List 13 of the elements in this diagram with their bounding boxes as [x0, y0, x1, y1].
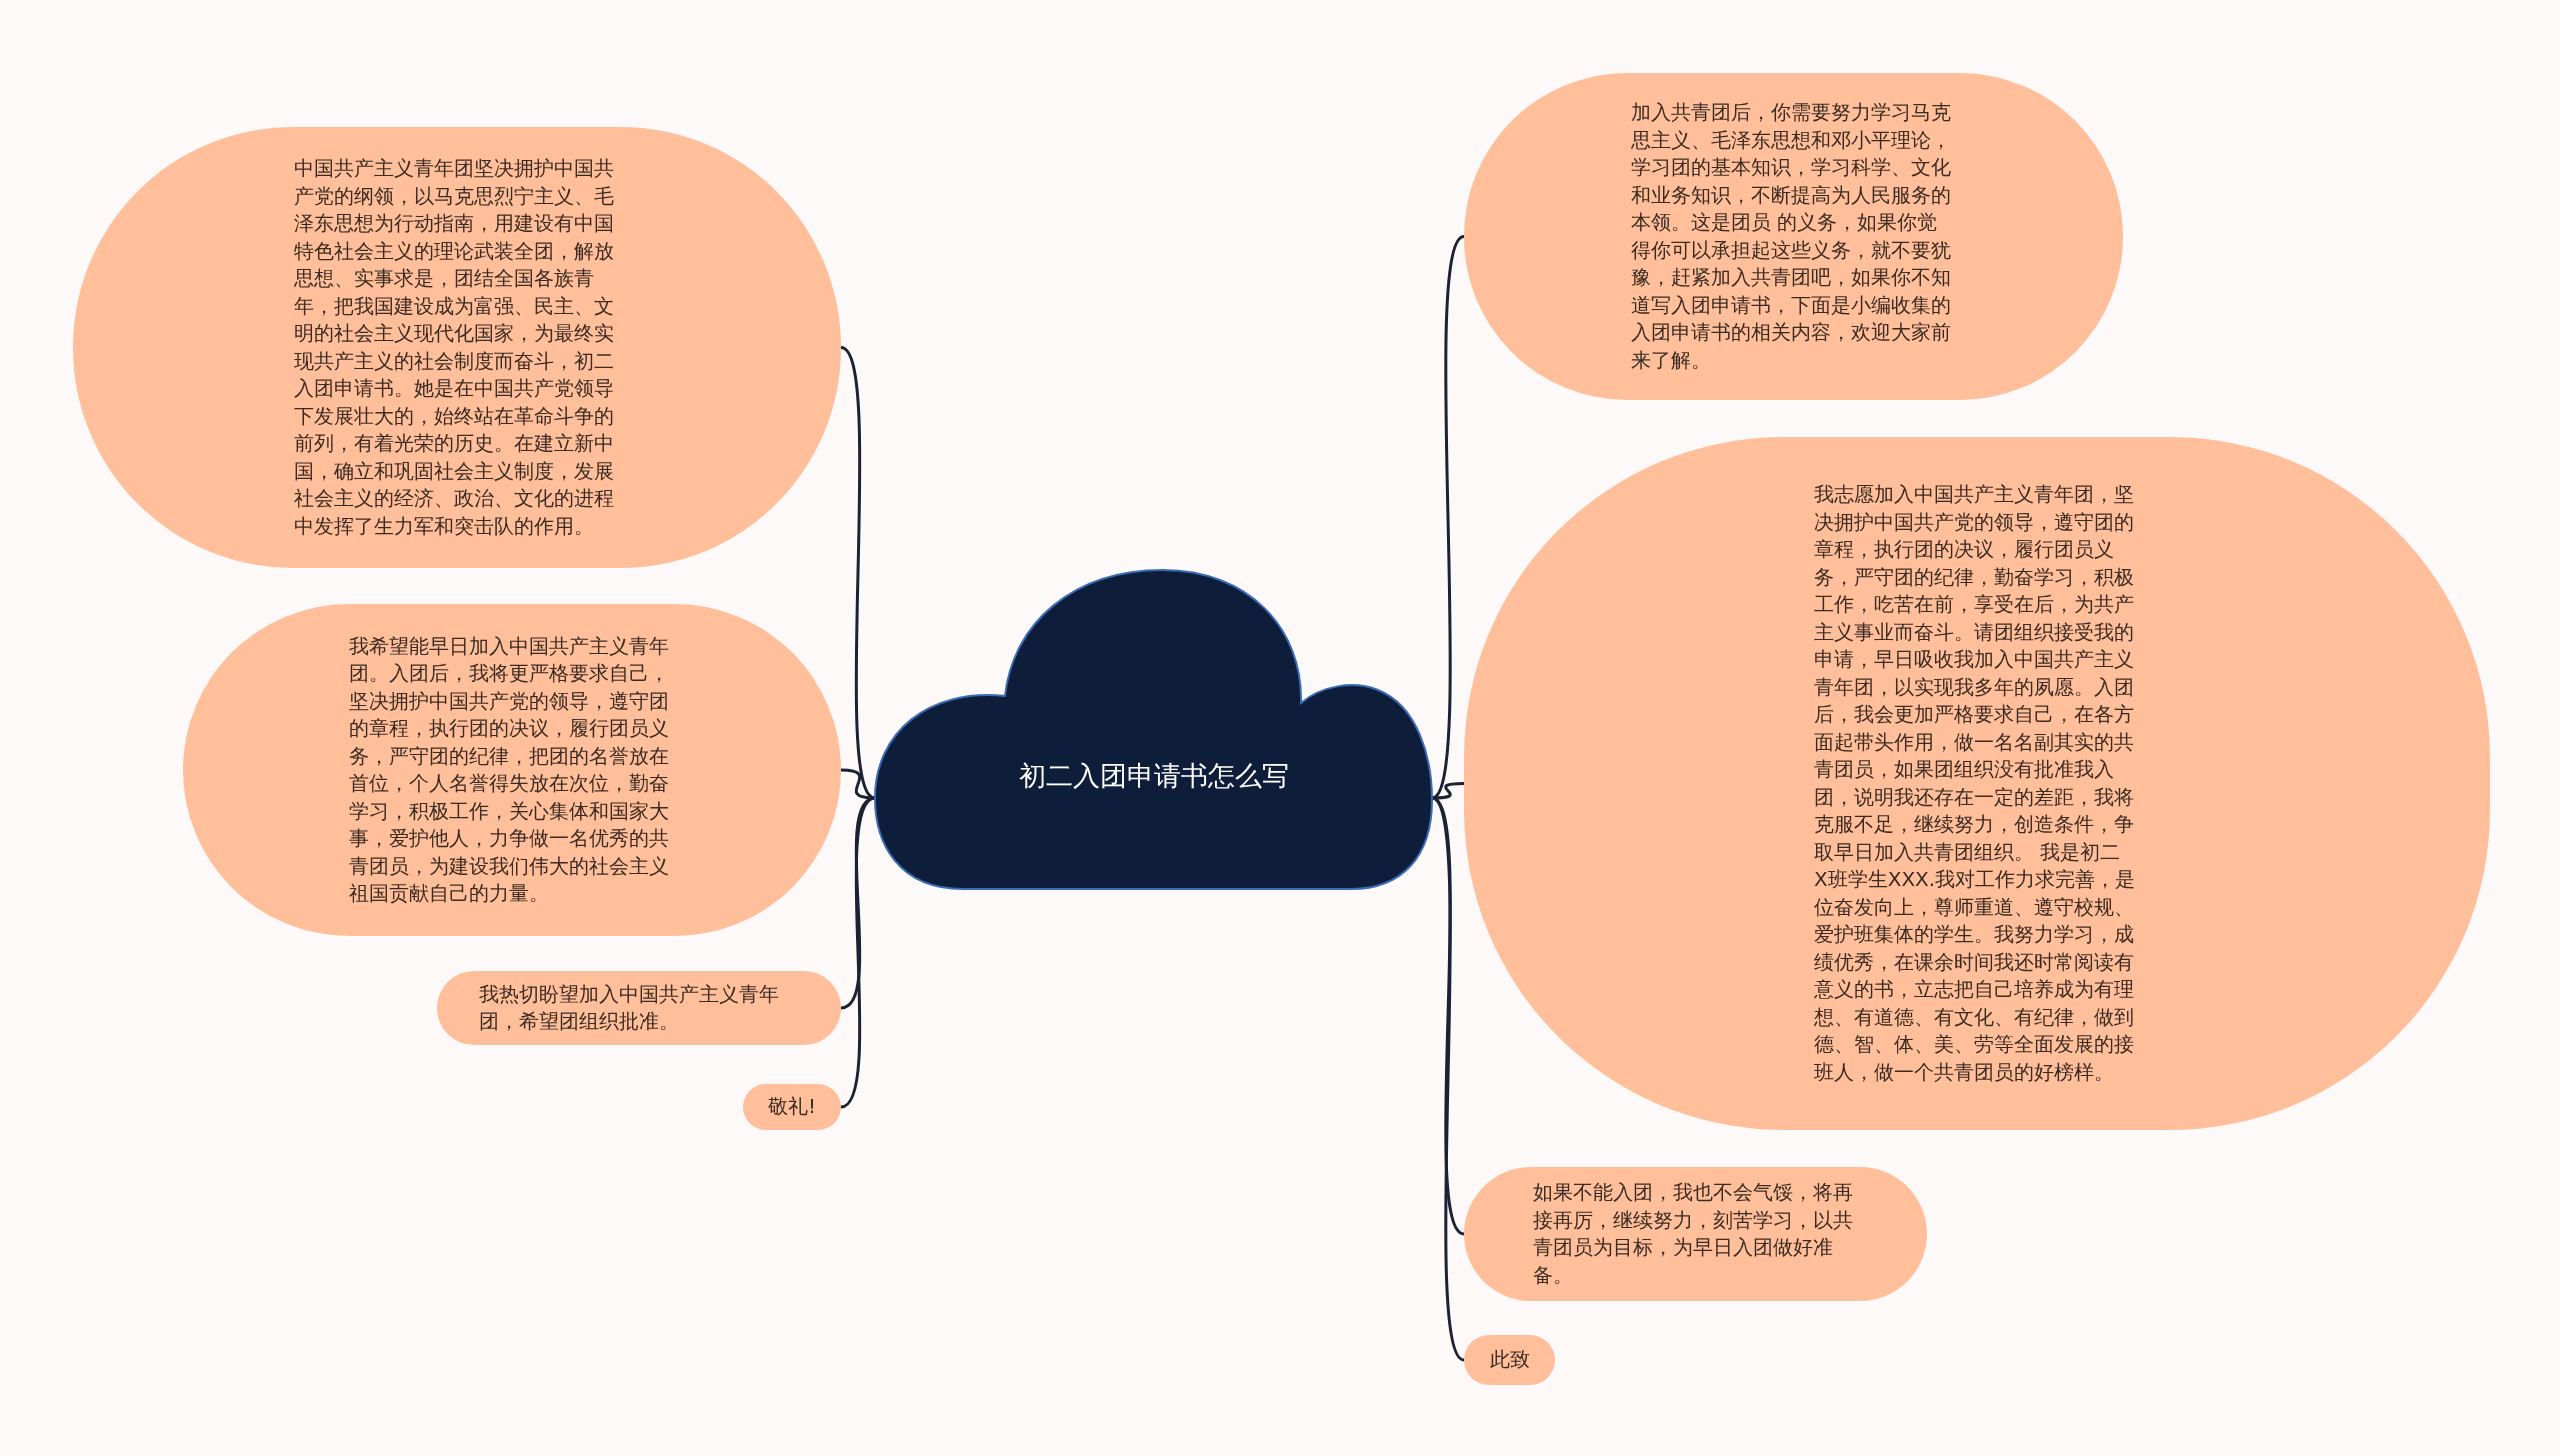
central-topic-text: 初二入团申请书怎么写: [1018, 760, 1289, 792]
topic-text: 如果不能入团，我也不会气馁，将再接再厉，继续努力，刻苦学习，以共青团员为目标，为早日入团做好准备。: [1532, 1179, 1854, 1289]
topic-text: 我希望能早日加入中国共产主义青年团。入团后，我将更严格要求自己，坚决拥护中国共产党的领导，遵守团的章程，执行团的决议，履行团员义务，严守团的纪律，把团的名誉放在首位，个人名誉得失放在次位，勤奋学习，积极工作，关心集体和国家大事，爱护他人，力争做一名优秀的共青团员，为建设我们伟大的社会主义祖国贡献自己的力量。: [349, 632, 670, 907]
topic-bubble: [1464, 1335, 1555, 1385]
cloud-shape: [873, 568, 1434, 890]
topic-text: 敬礼!: [767, 1093, 817, 1121]
topic-text: 我热切盼望加入中国共产主义青年团，希望团组织批准。: [479, 980, 780, 1035]
topic-text: 我志愿加入中国共产主义青年团，坚决拥护中国共产党的领导，遵守团的章程，执行团的决议，履行团员义务，严守团的纪律，勤奋学习，积极工作，吃苦在前，享受在后，为共产主义事业而奋斗。请团组织接受我的申请，早日吸收我加入中国共产主义青年团，以实现我多年的夙愿。入团后，我会更加严格要求自己，在各方面起带头作用，做一名名副其实的共青团员，如果团组织没有批准我入团，说明我还存在一定的差距，我将克服不足，继续努力，创造条件，争取早日加入共青团组织。 我是初二 X班学生XXX.我对工作力求完善，是位奋发向上，尊师重道、遵守校规、爱护班集体的学生。我努力学习，成绩优秀，在课余时间我还时常阅读有意义的书，立志把自己培养成为有理想、有道德、有文化、有纪律，做到德、智、体、美、劳等全面发展的接班人，做一个共青团员的好榜样。: [1814, 481, 2137, 1086]
topic-bubble: [743, 1084, 841, 1130]
topic-text: 此致: [1488, 1346, 1531, 1374]
connector-line: [840, 796, 876, 1109]
topic-text: 加入共青团后，你需要努力学习马克思主义、毛泽东思想和邓小平理论，学习团的基本知识，学习科学、文化和业务知识，不断提高为人民服务的本领。这是团员 的义务，如果你觉得你可以承担起这些义务，就不要犹豫，赶紧加入共青团吧，如果你不知道写入团申请书，下面是小编收集的入团申请书的相关内容，欢迎大家前来了解。: [1630, 99, 1952, 374]
topic-text: 中国共产主义青年团坚决拥护中国共产党的纲领，以马克思烈宁主义、毛泽东思想为行动指南，用建设有中国特色社会主义的理论武装全团，解放思想、实事求是，团结全国各族青年，把我国建设成为富强、民主、文明的社会主义现代化国家，为最终实现共产主义的社会制度而奋斗，初二入团申请书。她是在中国共产党领导下发展壮大的，始终站在革命斗争的前列，有着光荣的历史。在建立新中国，确立和巩固社会主义制度，发展社会主义的经济、政治、文化的进程中发挥了生力军和突击队的作用。: [294, 155, 615, 540]
